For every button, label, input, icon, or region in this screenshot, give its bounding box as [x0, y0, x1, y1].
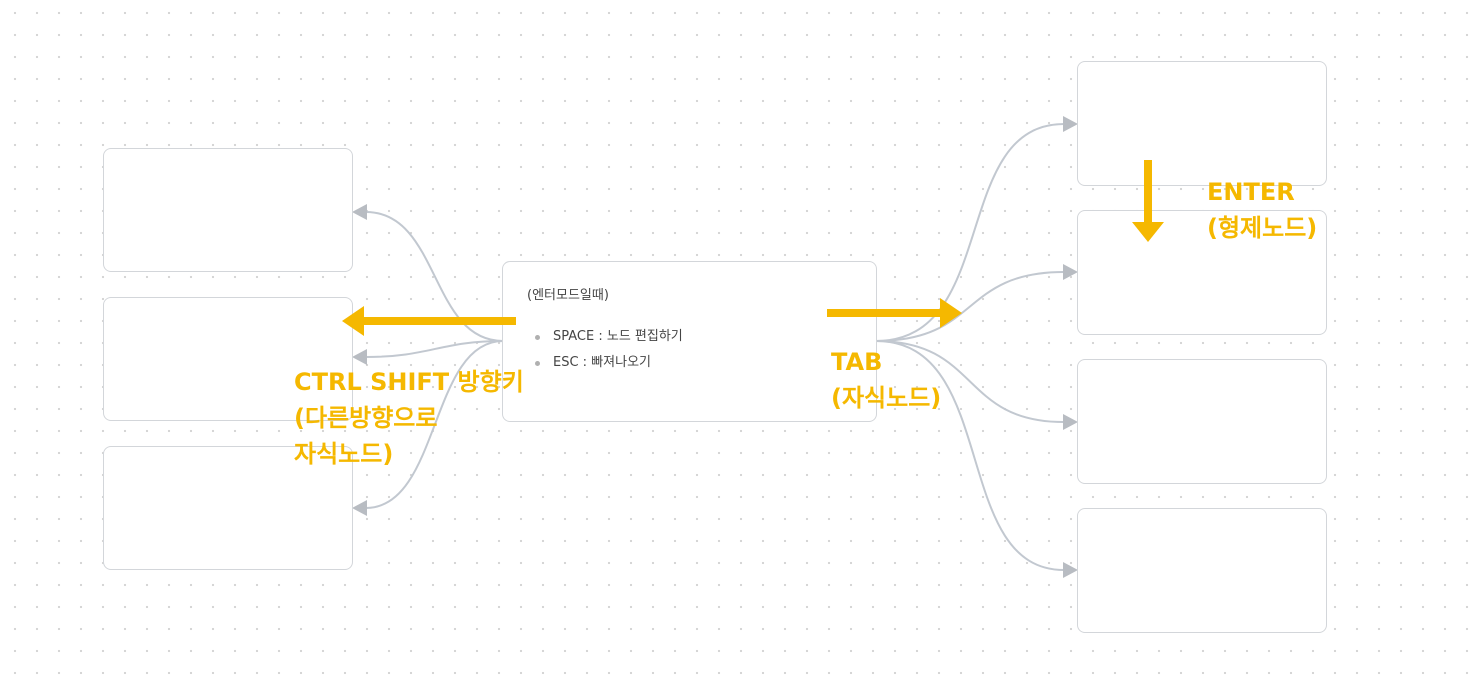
- bullet-icon: [535, 335, 540, 340]
- right-node-3[interactable]: [1077, 359, 1327, 484]
- center-node[interactable]: (엔터모드일때) SPACE : 노드 편집하기 ESC : 빠져나오기: [502, 261, 877, 422]
- left-node-3[interactable]: [103, 446, 353, 570]
- connector-center-to-right-node-1: [875, 123, 1065, 342]
- list-item: SPACE : 노드 편집하기: [535, 324, 683, 350]
- connector-center-to-right-node-2: [875, 271, 1065, 342]
- center-node-list: SPACE : 노드 편집하기 ESC : 빠져나오기: [535, 324, 683, 376]
- right-node-1[interactable]: [1077, 61, 1327, 186]
- arrowhead-right-3: [1063, 414, 1078, 430]
- arrowhead-right-4: [1063, 562, 1078, 578]
- ctrl-shift-hint-label: CTRL SHIFT 방향키 (다른방향으로 자식노드): [294, 368, 524, 468]
- ctrl-shift-arrow-shaft: [360, 317, 516, 325]
- right-node-2[interactable]: [1077, 210, 1327, 335]
- list-item: ESC : 빠져나오기: [535, 350, 683, 376]
- list-item-text: SPACE : 노드 편집하기: [553, 329, 683, 344]
- tab-hint-label: TAB (자식노드): [831, 348, 942, 412]
- left-node-2[interactable]: [103, 297, 353, 421]
- arrowhead-right-1: [1063, 116, 1078, 132]
- bullet-icon: [535, 361, 540, 366]
- list-item-text: ESC : 빠져나오기: [553, 355, 651, 370]
- arrowhead-right-2: [1063, 264, 1078, 280]
- tab-arrow-icon: [940, 298, 962, 328]
- center-node-title: (엔터모드일때): [527, 288, 609, 303]
- right-node-4[interactable]: [1077, 508, 1327, 633]
- arrowhead-left-3: [352, 500, 367, 516]
- enter-hint-label: ENTER (형제노드): [1207, 178, 1318, 242]
- arrowhead-left-1: [352, 204, 367, 220]
- left-node-1[interactable]: [103, 148, 353, 272]
- arrowhead-left-2: [352, 349, 367, 365]
- connector-center-to-left-node-2: [365, 340, 504, 358]
- connector-center-to-left-node-1: [365, 211, 504, 342]
